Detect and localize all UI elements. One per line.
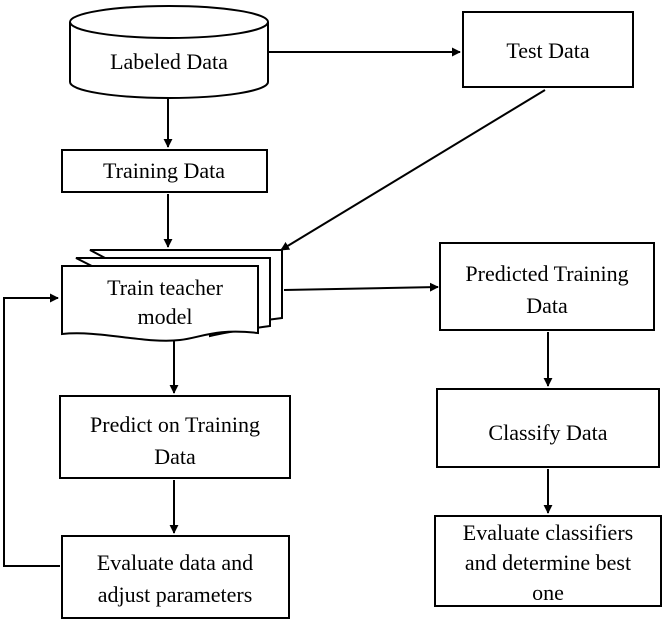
node-training-data: Training Data [61,149,268,193]
edges [3,47,553,567]
edge-teacher-to-predicted [283,282,439,292]
node-predicted-training-data: Predicted Training Data [439,242,655,331]
predict-label-line1: Predict on Training [90,412,260,437]
node-predict-on-training-data: Predict on Training Data [59,395,291,479]
training-data-label: Training Data [103,158,225,183]
node-evaluate-classifiers: Evaluate classifiers and determine best … [434,515,662,607]
evaluate-classifiers-label-line1: Evaluate classifiers [463,520,633,545]
labeled-data-label: Labeled Data [110,49,228,74]
predict-label-line2: Data [154,444,196,469]
evaluate-data-label-line2: adjust parameters [98,582,253,607]
train-teacher-label-line1: Train teacher [107,275,224,300]
node-test-data: Test Data [462,11,634,88]
edge-evaluate-feedback [3,293,60,567]
test-data-label: Test Data [506,38,590,63]
predicted-training-label-line2: Data [526,293,568,318]
node-evaluate-data: Evaluate data and adjust parameters [61,535,290,619]
train-teacher-label-line2: model [138,304,193,329]
evaluate-classifiers-label-line3: one [532,580,564,605]
node-labeled-data: Labeled Data [69,5,269,99]
evaluate-data-label-line1: Evaluate data and [97,550,253,575]
node-classify-data: Classify Data [436,388,660,468]
node-train-teacher-model: Train teacher model [61,249,283,342]
edge-test-to-teacher [280,89,546,251]
predicted-training-label-line1: Predicted Training [465,261,628,286]
evaluate-classifiers-label-line2: and determine best [465,550,631,575]
classify-data-label: Classify Data [488,420,607,445]
